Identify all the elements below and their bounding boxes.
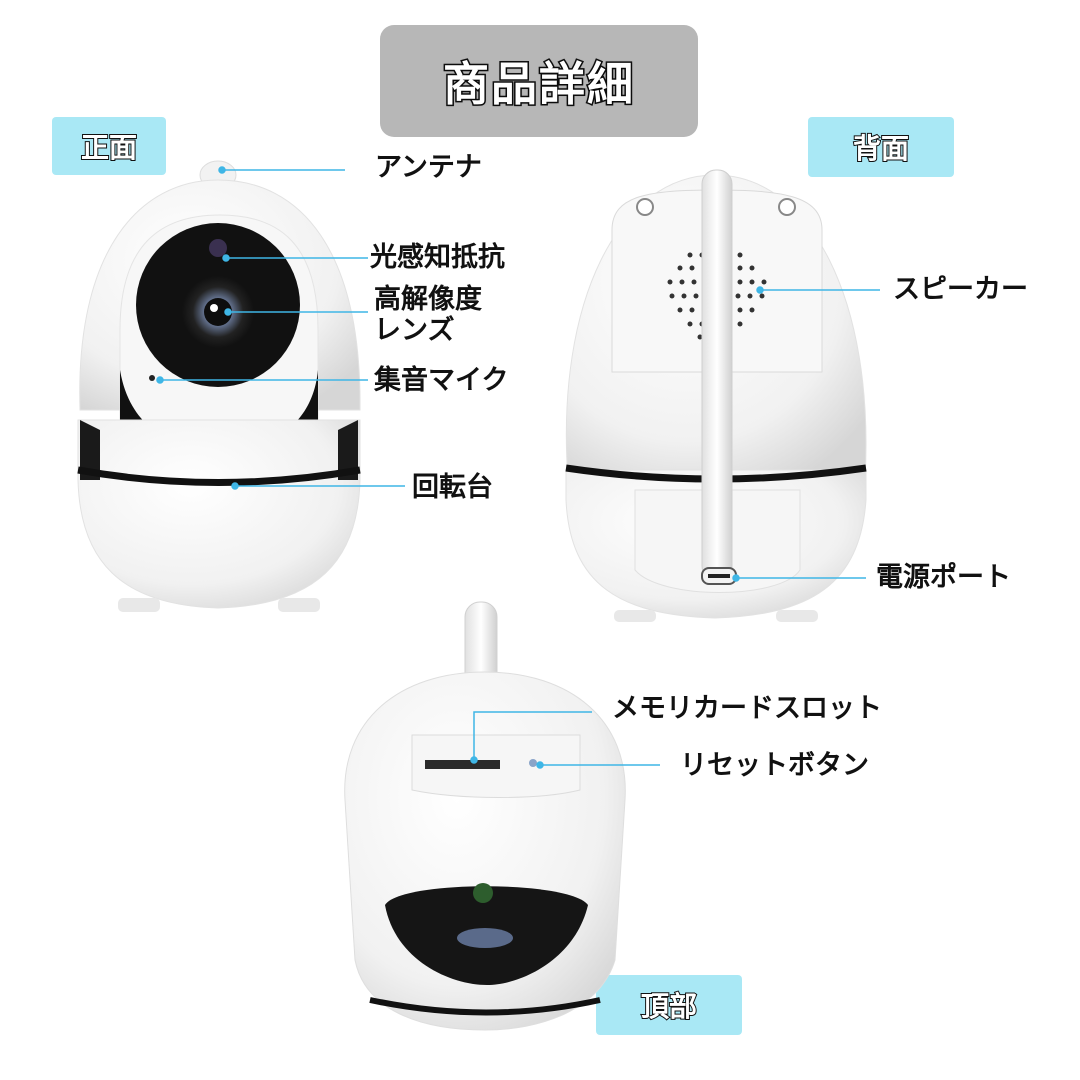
top-view-tag: 頂部 xyxy=(596,975,742,1035)
top-view-label: 頂部 xyxy=(640,989,698,1024)
memory-slot-label: メモリカードスロット xyxy=(612,693,882,724)
leader-lines xyxy=(156,166,880,769)
page-title: 商品詳細 xyxy=(442,56,635,113)
top-camera xyxy=(344,601,626,1031)
turntable-label: 回転台 xyxy=(412,472,493,503)
power-port-label: 電源ポート xyxy=(876,562,1011,593)
lens-label: 高解像度 レンズ xyxy=(374,284,482,346)
lens-label-line2: レンズ xyxy=(374,315,455,347)
front-camera xyxy=(77,160,361,612)
reset-button-label: リセットボタン xyxy=(680,750,869,781)
microphone-label: 集音マイク xyxy=(374,365,509,396)
front-view-tag: 正面 xyxy=(52,117,166,175)
title-banner: 商品詳細 xyxy=(380,25,698,137)
antenna-label: アンテナ xyxy=(375,152,482,183)
lens-label-line1: 高解像度 xyxy=(374,284,482,315)
light-sensor-label: 光感知抵抗 xyxy=(370,242,505,273)
back-view-label: 背面 xyxy=(852,131,910,166)
speaker-label: スピーカー xyxy=(893,274,1028,305)
front-view-label: 正面 xyxy=(80,130,138,165)
back-camera xyxy=(565,169,867,622)
back-view-tag: 背面 xyxy=(808,117,954,177)
